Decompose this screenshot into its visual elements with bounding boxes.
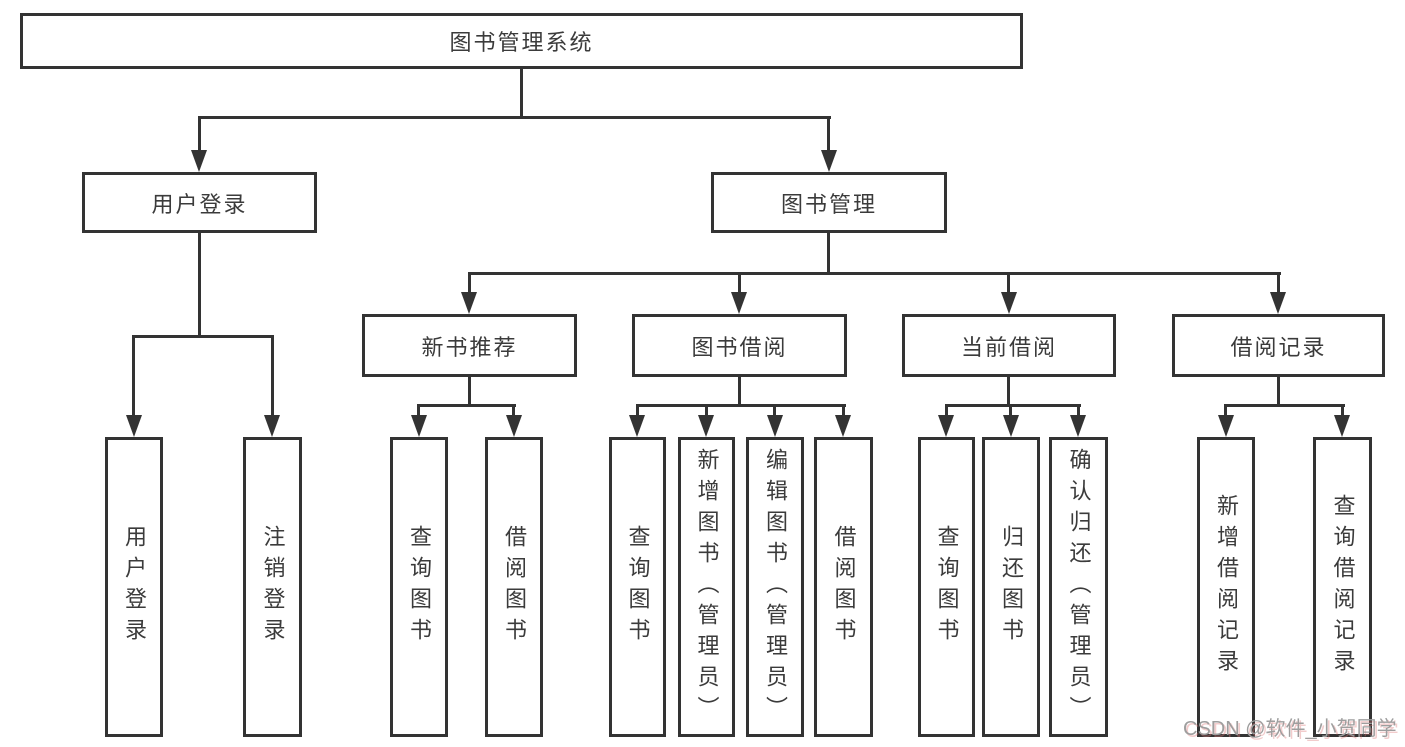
leaf-query-books-3: 查询图书 — [918, 437, 975, 737]
arrowhead-icon — [938, 415, 954, 437]
leaf-query-books-1-label: 查询图书 — [407, 525, 432, 649]
connector-line — [1009, 405, 1012, 416]
connector-line — [1277, 377, 1280, 405]
arrowhead-icon — [698, 415, 714, 437]
node-book-borrowing-label: 图书借阅 — [691, 334, 788, 360]
connector-line — [636, 405, 639, 416]
node-book-management: 图书管理 — [711, 172, 947, 233]
arrowhead-icon — [126, 415, 142, 437]
arrowhead-icon — [821, 150, 837, 172]
connector-line — [271, 336, 274, 416]
leaf-add-books-admin-label: 新增图书（管理员） — [694, 447, 720, 727]
connector-line — [636, 404, 846, 407]
leaf-return-books-label: 归还图书 — [999, 525, 1024, 649]
node-new-book-recommendation-label: 新书推荐 — [421, 334, 518, 360]
node-borrowing-records: 借阅记录 — [1172, 314, 1385, 377]
node-book-management-label: 图书管理 — [780, 191, 877, 217]
leaf-user-login: 用户登录 — [105, 437, 163, 737]
connector-line — [773, 405, 776, 416]
connector-line — [842, 405, 845, 416]
connector-line — [468, 377, 471, 405]
connector-line — [198, 116, 831, 119]
connector-line — [468, 272, 1281, 275]
leaf-add-books-admin: 新增图书（管理员） — [678, 437, 735, 737]
connector-line — [945, 405, 948, 416]
arrowhead-icon — [629, 415, 645, 437]
leaf-edit-books-admin-label: 编辑图书（管理员） — [763, 447, 788, 727]
node-user-login-label: 用户登录 — [151, 191, 248, 217]
leaf-edit-books-admin: 编辑图书（管理员） — [746, 437, 804, 737]
node-current-borrowing-label: 当前借阅 — [960, 334, 1057, 360]
arrowhead-icon — [1001, 292, 1017, 314]
watermark: CSDN @软件_小贺同学 — [1183, 718, 1397, 740]
arrowhead-icon — [835, 415, 851, 437]
connector-line — [1077, 405, 1080, 416]
arrowhead-icon — [506, 415, 522, 437]
arrowhead-icon — [191, 150, 207, 172]
leaf-query-books-1: 查询图书 — [390, 437, 448, 737]
connector-line — [1224, 405, 1227, 416]
leaf-return-books: 归还图书 — [982, 437, 1040, 737]
leaf-logout-label: 注销登录 — [260, 525, 286, 649]
node-new-book-recommendation: 新书推荐 — [362, 314, 577, 377]
connector-line — [417, 405, 420, 416]
connector-line — [738, 273, 741, 293]
connector-line — [1224, 404, 1345, 407]
node-current-borrowing: 当前借阅 — [902, 314, 1116, 377]
connector-line — [520, 69, 523, 117]
node-book-borrowing: 图书借阅 — [632, 314, 847, 377]
connector-line — [512, 405, 515, 416]
connector-line — [738, 377, 741, 405]
arrowhead-icon — [411, 415, 427, 437]
leaf-query-borrow-record: 查询借阅记录 — [1313, 437, 1372, 737]
connector-line — [945, 404, 1081, 407]
connector-line — [1277, 273, 1280, 293]
leaf-borrow-books-1-label: 借阅图书 — [502, 525, 527, 649]
arrowhead-icon — [264, 415, 280, 437]
node-root: 图书管理系统 — [20, 13, 1023, 69]
connector-line — [827, 233, 830, 273]
leaf-borrow-books-1: 借阅图书 — [485, 437, 543, 737]
arrowhead-icon — [767, 415, 783, 437]
leaf-query-borrow-record-label: 查询借阅记录 — [1330, 494, 1356, 680]
connector-line — [468, 273, 471, 293]
arrowhead-icon — [1334, 415, 1350, 437]
leaf-borrow-books-2-label: 借阅图书 — [831, 525, 857, 649]
connector-line — [827, 117, 830, 151]
connector-line — [1007, 273, 1010, 293]
arrowhead-icon — [1003, 415, 1019, 437]
node-borrowing-records-label: 借阅记录 — [1230, 334, 1327, 360]
connector-line — [198, 117, 201, 151]
connector-line — [1007, 377, 1010, 405]
connector-line — [132, 335, 274, 338]
leaf-logout: 注销登录 — [243, 437, 302, 737]
leaf-query-books-3-label: 查询图书 — [934, 525, 960, 649]
arrowhead-icon — [731, 292, 747, 314]
connector-line — [132, 336, 135, 416]
arrowhead-icon — [1070, 415, 1086, 437]
node-user-login: 用户登录 — [82, 172, 317, 233]
arrowhead-icon — [1218, 415, 1234, 437]
leaf-query-books-2-label: 查询图书 — [625, 525, 651, 649]
leaf-borrow-books-2: 借阅图书 — [814, 437, 873, 737]
leaf-add-borrow-record: 新增借阅记录 — [1197, 437, 1255, 737]
arrowhead-icon — [461, 292, 477, 314]
leaf-confirm-return-admin-label: 确认归还（管理员） — [1066, 447, 1092, 727]
connector-line — [198, 233, 201, 336]
node-root-label: 图书管理系统 — [449, 30, 594, 55]
arrowhead-icon — [1270, 292, 1286, 314]
leaf-add-borrow-record-label: 新增借阅记录 — [1214, 494, 1239, 680]
leaf-user-login-label: 用户登录 — [122, 525, 147, 649]
leaf-confirm-return-admin: 确认归还（管理员） — [1049, 437, 1108, 737]
leaf-query-books-2: 查询图书 — [609, 437, 666, 737]
connector-line — [417, 404, 516, 407]
connector-line — [1341, 405, 1344, 416]
connector-line — [705, 405, 708, 416]
